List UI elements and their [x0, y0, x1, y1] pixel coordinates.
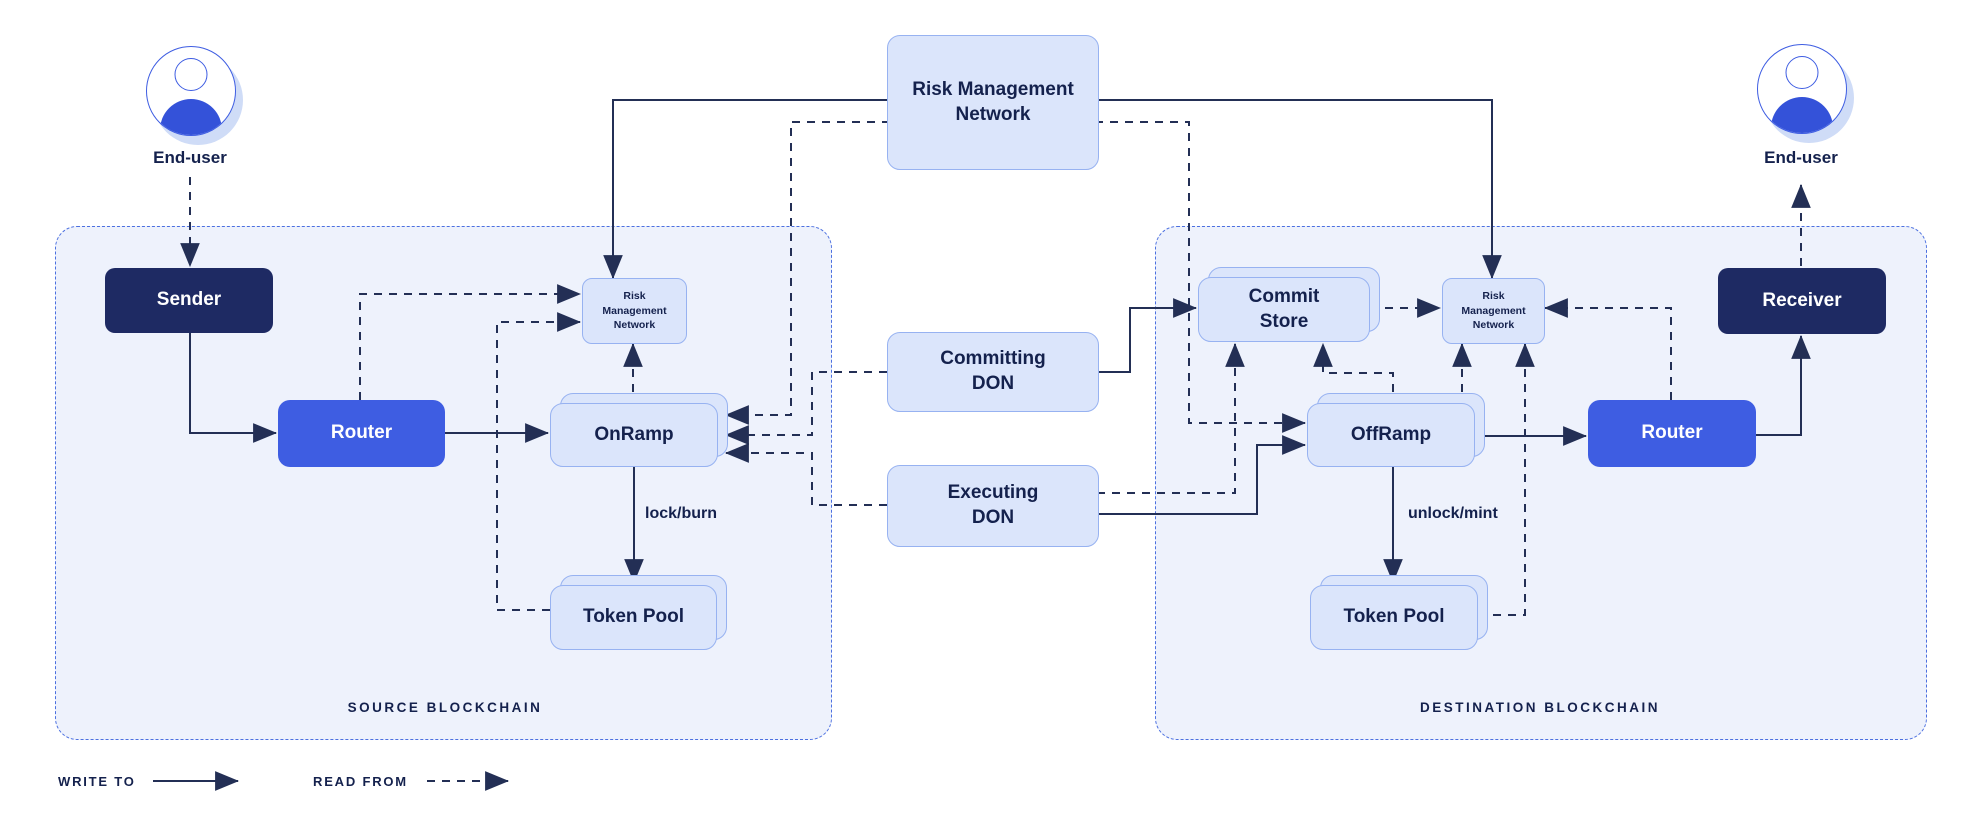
stack-front: Commit Store	[1198, 277, 1370, 342]
node-receiver: Receiver	[1718, 268, 1886, 334]
edge-executing-don-to-onramp	[724, 443, 887, 506]
edge-token-pool-to-destination-rmn	[1478, 342, 1535, 616]
avatar-head	[1785, 56, 1819, 89]
end-user-label-right: End-user	[1764, 148, 1838, 167]
avatar-head	[174, 58, 208, 91]
edge-rmn-dashed-to-offramp	[1095, 121, 1307, 433]
edge-rmn-dashed-to-onramp	[724, 121, 890, 425]
stack-front: Token Pool	[1310, 585, 1478, 650]
node-token-pool-source: Token Pool	[550, 575, 727, 650]
edge-router-to-destination-rmn	[1543, 298, 1672, 400]
legend-write-to-label: WRITE TO	[58, 774, 136, 789]
node-label: Router	[330, 422, 393, 444]
end-user-avatar-icon-left	[146, 46, 236, 136]
node-committing-don: Committing DON	[887, 332, 1099, 412]
edge-token-pool-to-source-rmn	[496, 312, 582, 611]
edge-offramp-to-commit-store	[1313, 342, 1394, 392]
edge-committing-don-to-commit-store	[1097, 298, 1198, 373]
avatar-body	[1771, 97, 1833, 133]
node-rmn-source: Risk Management Network	[582, 278, 687, 344]
stack-front: Token Pool	[550, 585, 717, 650]
edge-router-to-receiver	[1756, 334, 1811, 436]
node-label: Router	[1641, 422, 1703, 444]
edge-sender-to-router	[189, 333, 278, 443]
source-blockchain-label: SOURCE BLOCKCHAIN	[347, 700, 543, 715]
end-user-label-left: End-user	[153, 148, 227, 167]
edge-executing-don-to-offramp-solid	[1097, 435, 1307, 515]
node-router-source: Router	[278, 400, 445, 467]
node-label: Risk Management Network	[602, 289, 667, 332]
node-label: OffRamp	[1350, 423, 1432, 445]
node-executing-don: Executing DON	[887, 465, 1099, 547]
node-label: Token Pool	[583, 606, 684, 628]
edge-committing-don-to-onramp	[724, 371, 887, 445]
node-onramp: OnRamp	[550, 393, 728, 467]
stack-front: OnRamp	[550, 403, 718, 467]
edge-executing-don-to-commit-store	[1097, 342, 1245, 494]
edge-rmn-to-source-rmn	[603, 99, 890, 280]
destination-blockchain-label: DESTINATION BLOCKCHAIN	[1420, 700, 1660, 715]
edge-label-unlock-mint: unlock/mint	[1408, 505, 1498, 522]
legend-read-from-label: READ FROM	[313, 774, 408, 789]
node-label: Risk Management Network	[1461, 289, 1526, 332]
node-label: Sender	[156, 289, 222, 311]
node-commit-store: Commit Store	[1198, 267, 1380, 342]
node-label: Receiver	[1762, 289, 1842, 311]
node-label: Committing DON	[940, 348, 1046, 394]
node-sender: Sender	[105, 268, 273, 333]
edge-router-to-source-rmn	[359, 284, 582, 400]
node-rmn-destination: Risk Management Network	[1442, 278, 1545, 344]
node-router-destination: Router	[1588, 400, 1756, 467]
node-label: OnRamp	[594, 423, 674, 445]
edge-rmn-to-destination-rmn	[1095, 99, 1502, 280]
node-label: Token Pool	[1343, 606, 1445, 628]
node-label: Executing DON	[947, 482, 1039, 528]
node-label: Risk Management Network	[912, 78, 1074, 125]
node-risk-management-network: Risk Management Network	[887, 35, 1099, 170]
avatar-body	[160, 99, 222, 135]
stack-front: OffRamp	[1307, 403, 1475, 467]
edge-label-lock-burn: lock/burn	[645, 505, 718, 522]
end-user-avatar-icon-right	[1757, 44, 1847, 134]
node-label: Commit Store	[1248, 285, 1320, 332]
node-offramp: OffRamp	[1307, 393, 1485, 467]
node-token-pool-destination: Token Pool	[1310, 575, 1488, 650]
